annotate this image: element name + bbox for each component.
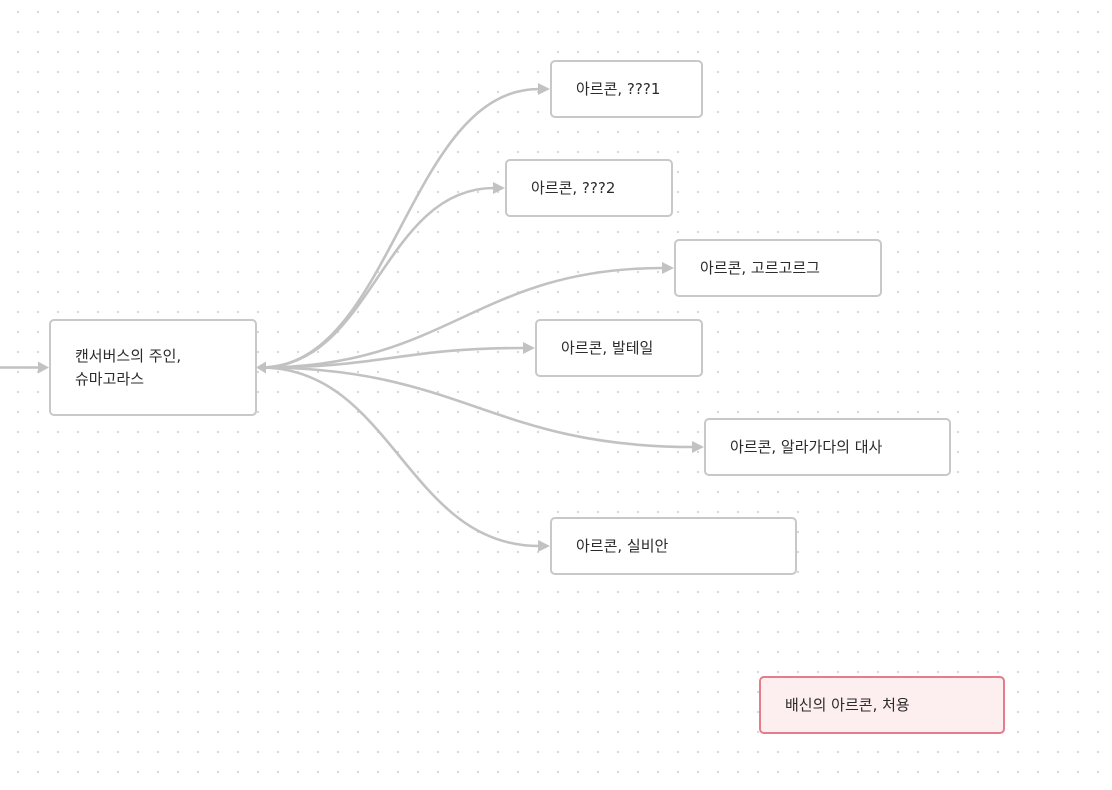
child-node-label: 아르콘, 고르고르그	[700, 258, 820, 277]
child-node-label: 아르콘, ???1	[576, 79, 661, 98]
child-node-archon-1[interactable]: 아르콘, ???1	[550, 60, 703, 118]
child-node-archon-2[interactable]: 아르콘, ???2	[505, 159, 673, 217]
child-node-archon-silvian[interactable]: 아르콘, 실비안	[550, 517, 797, 575]
child-node-archon-valteil[interactable]: 아르콘, 발테일	[535, 319, 703, 377]
edge-archon-valteil	[260, 346, 525, 369]
child-node-archon-gorgogorg[interactable]: 아르콘, 고르고르그	[674, 239, 882, 297]
child-node-label: 아르콘, 알라가다의 대사	[730, 437, 883, 456]
arrowhead-archon-silvian	[538, 540, 550, 552]
edge-archon-silvian	[260, 366, 540, 548]
arrowhead-archon-1	[538, 83, 550, 95]
edge-archon-1	[260, 87, 540, 369]
child-node-label: 아르콘, 발테일	[561, 338, 654, 357]
root-node[interactable]: 캔서버스의 주인, 슈마고라스	[49, 319, 257, 416]
child-node-label: 아르콘, 실비안	[576, 536, 669, 555]
root-node-label: 캔서버스의 주인, 슈마고라스	[75, 346, 182, 388]
root-junction-arrowhead	[256, 361, 266, 374]
arrowhead-archon-gorgogorg	[662, 262, 674, 274]
edge-archon-2	[260, 186, 495, 369]
child-node-label: 아르콘, ???2	[531, 178, 616, 197]
standalone-node-label: 배신의 아르콘, 처용	[785, 695, 910, 714]
arrowhead-archon-2	[493, 182, 505, 194]
edge-archon-alagada	[260, 366, 694, 449]
arrowhead-archon-valteil	[523, 342, 535, 354]
incoming-arrowhead	[38, 361, 49, 374]
standalone-node-traitor-archon[interactable]: 배신의 아르콘, 처용	[759, 676, 1005, 734]
child-node-archon-alagada[interactable]: 아르콘, 알라가다의 대사	[704, 418, 951, 476]
arrowhead-archon-alagada	[692, 441, 704, 453]
